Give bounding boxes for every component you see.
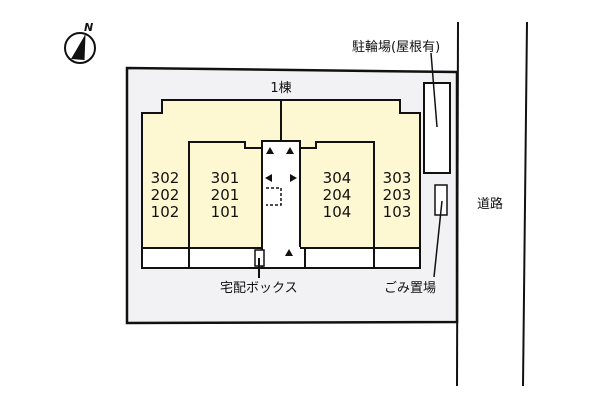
unit-303: 303: [383, 169, 412, 187]
bicycle-parking-label: 駐輪場(屋根有): [352, 39, 440, 55]
unit-102: 102: [151, 203, 180, 221]
unit-numbers: 302 202 102 301 201 101 304 204 104 303 …: [151, 169, 412, 221]
arrow-up-icon: [286, 147, 294, 154]
unit-201: 201: [211, 186, 240, 204]
arrow-up-icon: [285, 249, 293, 256]
bicycle-parking-area: [423, 82, 451, 174]
road-label: 道路: [477, 196, 503, 212]
unit-304: 304: [323, 169, 352, 187]
road-edge-right: [522, 21, 528, 387]
unit-202: 202: [151, 186, 180, 204]
arrow-left-icon: [265, 174, 272, 182]
unit-203: 203: [383, 186, 412, 204]
unit-301: 301: [211, 169, 240, 187]
unit-204: 204: [323, 186, 352, 204]
arrow-right-icon: [290, 174, 297, 182]
building-label: 1棟: [270, 81, 291, 96]
corridor-arrows: [265, 147, 297, 256]
stairs-dashed-outline: [266, 187, 282, 206]
north-arrow-icon: [64, 32, 96, 64]
unit-101: 101: [211, 203, 240, 221]
compass-label: N: [84, 21, 93, 34]
building: [141, 99, 421, 269]
unit-103: 103: [383, 203, 412, 221]
unit-302: 302: [151, 169, 180, 187]
arrow-up-icon: [266, 147, 274, 154]
bicycle-parking-leader: [430, 52, 438, 128]
garbage-area-label: ごみ置場: [384, 280, 436, 296]
delivery-box-label: 宅配ボックス: [220, 281, 298, 296]
unit-104: 104: [323, 203, 352, 221]
garbage-leader: [433, 200, 443, 278]
